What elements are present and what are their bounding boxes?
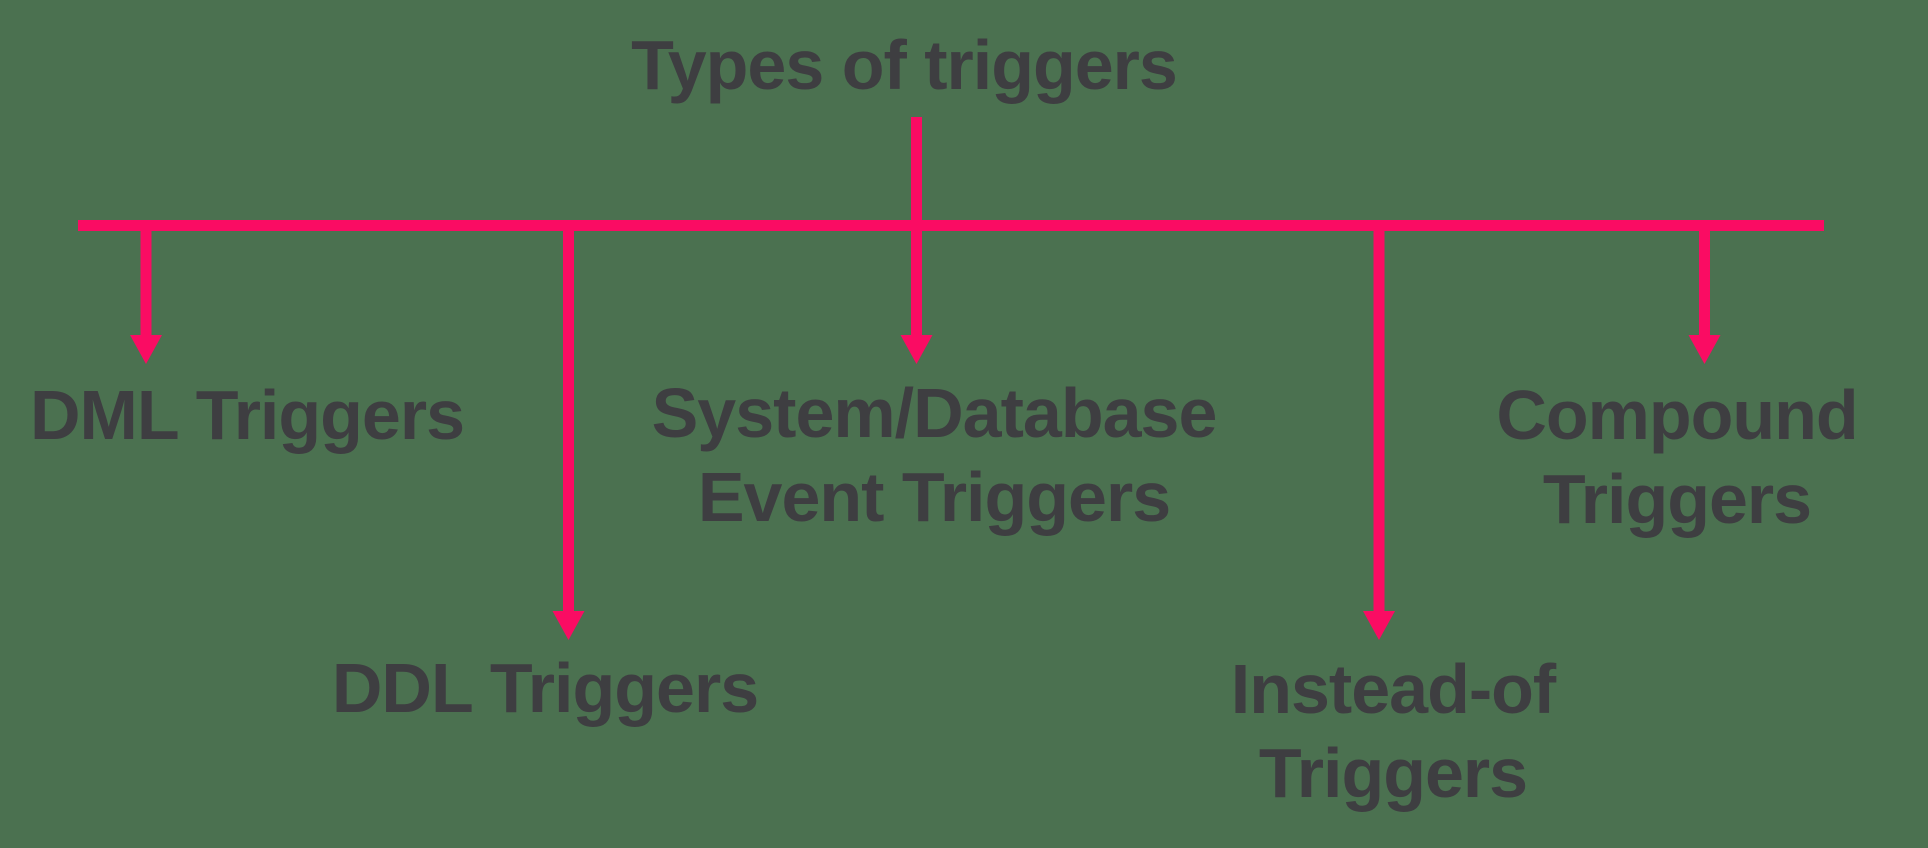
branch-label-line: DDL Triggers bbox=[331, 649, 759, 727]
branch-label-dml-triggers: DML Triggers bbox=[29, 373, 465, 457]
branch-label-line: System/Database bbox=[651, 374, 1218, 452]
branch-label-line: Instead-of bbox=[1230, 650, 1556, 728]
branch-label-line: Triggers bbox=[1542, 460, 1812, 538]
branch-label-line: DML Triggers bbox=[29, 376, 465, 454]
arrowhead-instead bbox=[1363, 611, 1395, 640]
arrowhead-compound bbox=[1688, 335, 1721, 364]
branch-label-system-database-event-triggers: System/Database Event Triggers bbox=[651, 371, 1218, 539]
branch-label-compound-triggers: Compound Triggers bbox=[1496, 373, 1858, 541]
branch-label-line: Event Triggers bbox=[697, 458, 1171, 536]
arrowhead-system bbox=[900, 335, 933, 364]
arrowhead-ddl bbox=[552, 611, 585, 640]
diagram-title: Types of triggers bbox=[631, 26, 1178, 104]
branch-label-ddl-triggers: DDL Triggers bbox=[331, 646, 759, 730]
branch-label-line: Compound bbox=[1496, 376, 1858, 454]
branch-label-line: Triggers bbox=[1258, 734, 1528, 812]
branch-label-instead-of-triggers: Instead-of Triggers bbox=[1230, 647, 1556, 815]
arrowhead-dml bbox=[130, 335, 162, 364]
